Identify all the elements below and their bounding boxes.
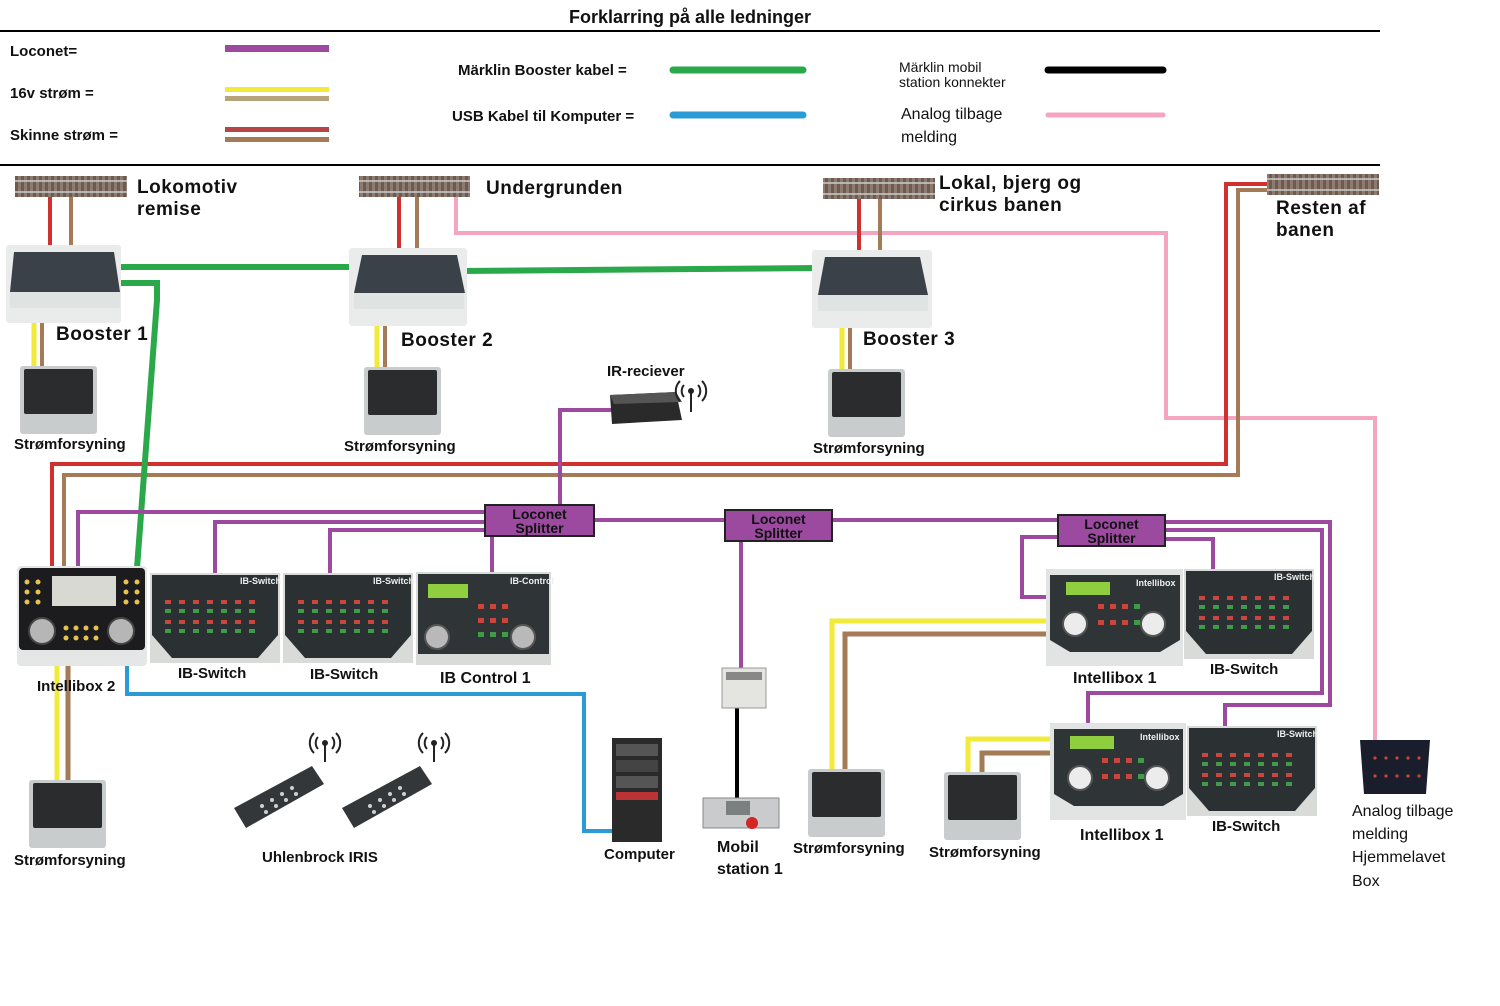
iris-remote-2 <box>342 766 432 828</box>
booster-1-label: Booster 1 <box>56 324 149 345</box>
analog-box-label: Analog tilbage melding Hjemmelavet Box <box>1352 803 1454 890</box>
psu-ib2-device <box>29 780 106 848</box>
splitter-1-box <box>484 504 595 537</box>
ibswitch-d-brand: IB-Switch <box>1277 729 1319 739</box>
ibswitch-c-device <box>1184 569 1314 659</box>
ir-receiver-device <box>610 392 682 424</box>
wires-16v <box>31 318 1056 782</box>
legend-16v-label: 16v strøm = <box>10 85 94 102</box>
ibswitch-d-label: IB-Switch <box>1212 818 1281 835</box>
booster-3-label: Booster 3 <box>863 329 956 350</box>
legend-booster-label: Märklin Booster kabel = <box>458 62 627 79</box>
track-label-4: Resten af banen <box>1276 198 1367 241</box>
booster-2-label: Booster 2 <box>401 330 494 351</box>
legend-usb-label: USB Kabel til Komputer = <box>452 108 635 125</box>
track-strip-3 <box>823 178 935 199</box>
antenna-icon <box>308 732 342 762</box>
computer-label: Computer <box>604 846 675 863</box>
legend-track-swatch <box>225 127 329 142</box>
psu-b1-label: Strømforsyning <box>14 436 126 453</box>
legend-mobile-label: Märklin mobil station konnekter <box>899 59 1006 90</box>
splitter-3-box <box>1057 514 1166 547</box>
antenna-icon <box>417 732 451 762</box>
wires-loconet <box>76 408 1332 728</box>
legend-swatches <box>225 45 1167 142</box>
mobile-adapter-device <box>721 667 767 709</box>
psu-b1-device <box>20 366 97 434</box>
psu-c-label: Strømforsyning <box>793 840 905 857</box>
booster-1-device <box>6 245 121 323</box>
psu-c-device <box>808 769 885 837</box>
ibcontrol-label: IB Control 1 <box>440 670 531 687</box>
psu-d-device <box>944 772 1021 840</box>
legend-loconet-swatch <box>225 45 329 52</box>
ibcontrol-device <box>416 572 551 665</box>
iris-remote-1 <box>234 766 324 828</box>
ibswitch-b-device <box>283 573 413 663</box>
ibswitch-a-brand: IB-Switch <box>240 576 282 586</box>
ibswitch-c-label: IB-Switch <box>1210 661 1279 678</box>
intellibox1-top-label: Intellibox 1 <box>1073 670 1157 687</box>
legend-loconet-label: Loconet= <box>10 43 78 60</box>
splitter-2-label: Loconet Splitter <box>751 511 806 541</box>
diagram-title: Forklarring på alle ledninger <box>568 7 812 27</box>
psu-ib2-label: Strømforsyning <box>14 852 126 869</box>
analog-box-device <box>1360 740 1430 794</box>
wires-track-power <box>48 182 1267 568</box>
mobile-station-device <box>702 797 780 829</box>
track-label-1: Lokomotiv remise <box>137 177 238 220</box>
psu-d-label: Strømforsyning <box>929 844 1041 861</box>
splitter-2-box <box>724 509 833 542</box>
ibswitch-a-device <box>150 573 280 663</box>
wire-analog-feedback <box>454 197 1377 740</box>
track-strip-2 <box>359 176 470 197</box>
track-label-3: Lokal, bjerg og cirkus banen <box>939 173 1082 216</box>
computer-device <box>612 738 662 842</box>
wire-usb <box>125 662 615 833</box>
antenna-icon <box>674 380 708 412</box>
psu-b3-label: Strømforsyning <box>813 440 925 457</box>
ibswitch-c-brand: IB-Switch <box>1274 572 1316 582</box>
ibswitch-b-brand: IB-Switch <box>373 576 415 586</box>
psu-b2-device <box>364 367 441 435</box>
legend-16v-swatch <box>225 87 329 101</box>
iris-label: Uhlenbrock IRIS <box>262 849 378 866</box>
intellibox2-device <box>17 566 147 666</box>
ir-receiver-label: IR-reciever <box>607 363 685 380</box>
legend-track-label: Skinne strøm = <box>10 127 118 144</box>
legend-analog-label: Analog tilbage melding <box>901 106 1003 147</box>
ibswitch-d-device <box>1187 726 1317 816</box>
intellibox2-label: Intellibox 2 <box>37 678 116 695</box>
splitter-3-label: Loconet Splitter <box>1084 516 1139 546</box>
psu-b3-device <box>828 369 905 437</box>
splitter-1-label: Loconet Splitter <box>512 506 567 536</box>
intellibox1-top-device <box>1046 569 1183 666</box>
intellibox1-bottom-device <box>1050 723 1186 820</box>
booster-2-device <box>349 248 467 326</box>
booster-3-device <box>812 250 932 328</box>
ibswitch-b-label: IB-Switch <box>310 666 379 683</box>
track-strip-4 <box>1267 174 1379 195</box>
track-strip-1 <box>15 176 127 197</box>
intellibox1-top-brand: Intellibox <box>1136 578 1176 588</box>
mobile-station-label: Mobil station 1 <box>717 839 783 879</box>
ibswitch-a-label: IB-Switch <box>178 665 247 682</box>
intellibox1-bottom-label: Intellibox 1 <box>1080 827 1164 844</box>
psu-b2-label: Strømforsyning <box>344 438 456 455</box>
track-strips <box>15 174 1379 199</box>
track-label-2: Undergrunden <box>486 178 623 199</box>
ibcontrol-brand: IB-Control <box>510 576 554 586</box>
intellibox1-bottom-brand: Intellibox <box>1140 732 1180 742</box>
